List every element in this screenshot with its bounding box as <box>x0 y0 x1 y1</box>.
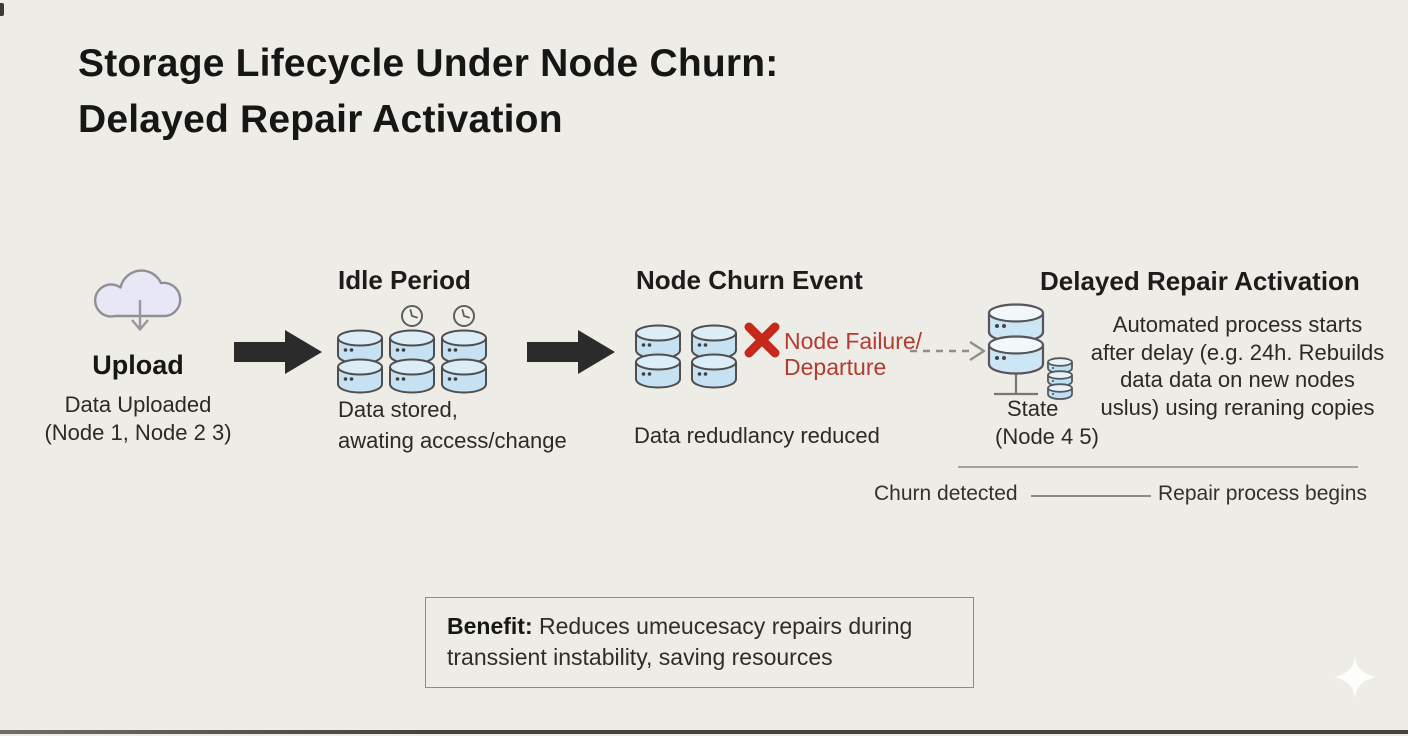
churn-caption: Data redudlancy reduced <box>634 423 880 448</box>
upload-label: Upload <box>92 350 184 380</box>
repair-description: Automated process starts after delay (e.… <box>1090 312 1385 420</box>
node-failure-label: Node Failure/ Departure <box>784 328 923 380</box>
failure-x-icon <box>742 320 782 360</box>
sparkle-icon <box>1333 655 1377 699</box>
benefit-text: Benefit: Reduces umeucesacy repairs duri… <box>447 613 913 670</box>
flow-arrow-icon <box>527 329 617 375</box>
clock-icon <box>453 305 475 327</box>
database-icon <box>337 329 383 394</box>
timeline-left-label: Churn detected <box>874 482 1018 505</box>
state-label-line2: (Node 4 5) <box>995 424 1099 449</box>
corner-notch <box>0 3 4 16</box>
benefit-box: Benefit: Reduces umeucesacy repairs duri… <box>425 597 974 688</box>
small-database-icon <box>1047 357 1073 400</box>
timeline-connector-line <box>1031 495 1151 497</box>
database-icon <box>441 329 487 394</box>
state-label-line1: State <box>1007 396 1059 421</box>
database-icon <box>635 324 681 389</box>
database-icon <box>691 324 737 389</box>
database-cluster-with-clocks-icon <box>336 302 496 396</box>
idle-caption: Data stored, awating access/change <box>338 397 567 453</box>
clock-icon <box>401 305 423 327</box>
page-title-line2: Delayed Repair Activation <box>78 98 563 141</box>
flow-arrow-icon <box>234 329 324 375</box>
delayed-repair-heading: Delayed Repair Activation <box>1040 266 1360 296</box>
node-churn-heading: Node Churn Event <box>636 265 863 295</box>
timeline-rule <box>958 466 1358 468</box>
timeline-right-label: Repair process begins <box>1158 482 1367 505</box>
cloud-upload-icon <box>88 254 190 340</box>
page-title-line1: Storage Lifecycle Under Node Churn: <box>78 42 779 85</box>
database-pair-icon <box>634 324 738 390</box>
dashed-arrow-icon <box>908 338 990 364</box>
page-title: Storage Lifecycle Under Node Churn: Dela… <box>78 36 778 148</box>
database-icon <box>389 329 435 394</box>
down-arrow-icon <box>131 300 149 331</box>
benefit-label: Benefit: <box>447 613 533 639</box>
bottom-bar <box>0 730 1408 734</box>
upload-caption: Data Uploaded (Node 1, Node 2 3) <box>44 392 232 445</box>
idle-period-heading: Idle Period <box>338 265 471 295</box>
repair-database-icon <box>986 302 1086 406</box>
